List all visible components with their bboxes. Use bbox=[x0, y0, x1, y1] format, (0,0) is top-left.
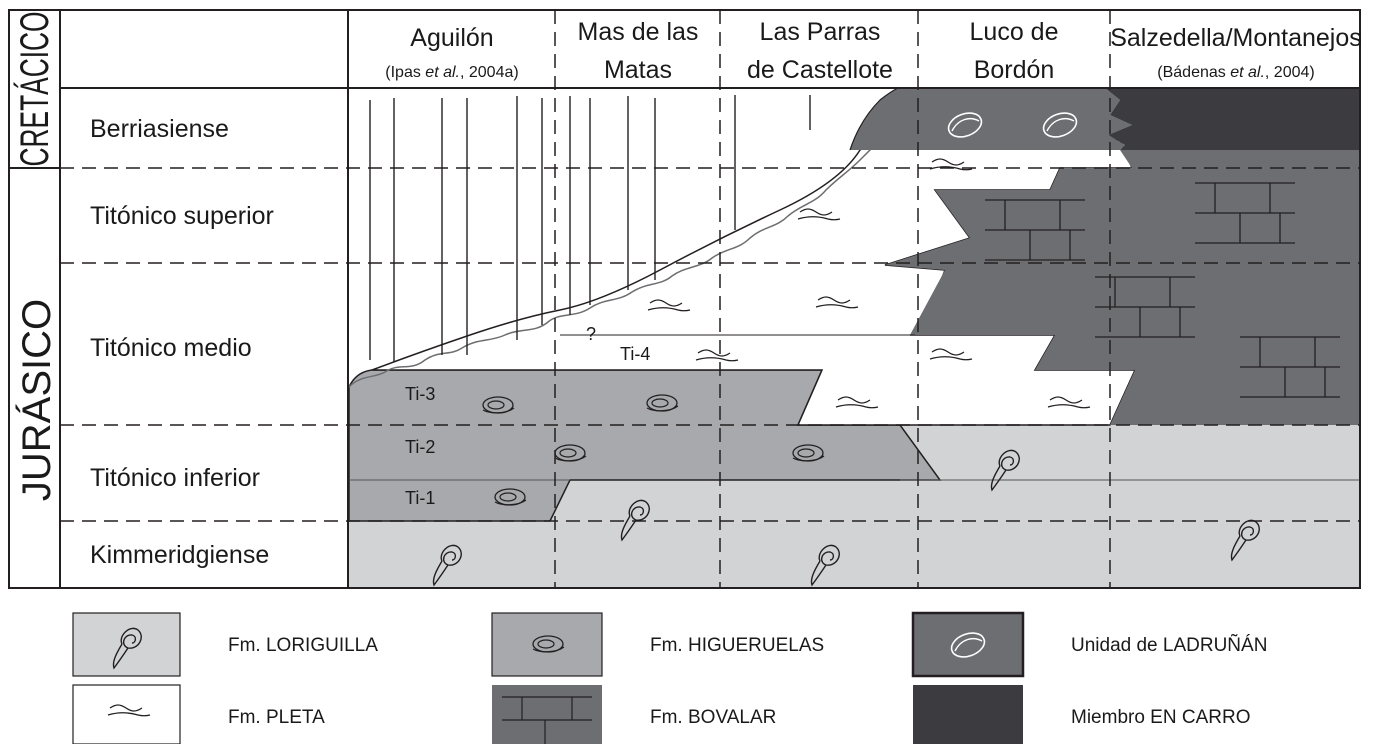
legend-higueruelas-swatch bbox=[491, 612, 603, 677]
unit-ti1-label: Ti-1 bbox=[405, 488, 435, 508]
en-carro-area bbox=[1105, 88, 1360, 150]
question-mark: ? bbox=[586, 324, 596, 344]
column-mas-title-1: Mas de las bbox=[578, 18, 699, 46]
column-parras-title-1: Las Parras bbox=[760, 18, 881, 46]
legend-pleta-swatch bbox=[72, 684, 181, 744]
unit-ti2-label: Ti-2 bbox=[405, 437, 435, 457]
column-salzedella-title: Salzedella/Montanejos bbox=[1110, 24, 1362, 52]
unit-ti3-label: Ti-3 bbox=[405, 384, 435, 404]
legend-en-carro-label: Miembro EN CARRO bbox=[1071, 707, 1250, 728]
unit-ti4-label: Ti-4 bbox=[620, 344, 650, 364]
legend-ladrunan-label: Unidad de LADRUÑÁN bbox=[1071, 634, 1267, 656]
stage-kimmeridgiense: Kimmeridgiense bbox=[90, 541, 269, 569]
column-aguilon-ref: (Ipas et al., 2004a) bbox=[385, 64, 518, 81]
column-aguilon-title: Aguilón bbox=[410, 24, 493, 52]
bovalar-area bbox=[885, 150, 1360, 425]
column-parras-title-2: de Castellote bbox=[747, 56, 893, 84]
legend-pleta-label: Fm. PLETA bbox=[228, 707, 325, 728]
period-jurassic-label: JURÁSICO bbox=[14, 299, 59, 501]
period-cretaceous-label: CRETÁCICO bbox=[12, 12, 57, 167]
legend: Fm. LORIGUILLA Fm. HIGUERUELAS Unidad de… bbox=[72, 611, 1267, 744]
stage-titonico-medio: Titónico medio bbox=[90, 334, 252, 362]
stage-titonico-inferior: Titónico inferior bbox=[90, 464, 260, 492]
column-mas-title-2: Matas bbox=[604, 56, 672, 84]
legend-bovalar-label: Fm. BOVALAR bbox=[650, 707, 776, 728]
onlap-wavy-line bbox=[348, 124, 896, 388]
legend-bovalar-swatch bbox=[492, 685, 602, 744]
stage-titonico-superior: Titónico superior bbox=[90, 202, 274, 230]
chart-grid bbox=[8, 9, 1361, 589]
legend-loriguilla-label: Fm. LORIGUILLA bbox=[228, 635, 378, 656]
hiatus-hatching bbox=[369, 95, 811, 362]
column-luco-title-1: Luco de bbox=[970, 18, 1059, 46]
legend-loriguilla-swatch bbox=[72, 612, 181, 677]
ladrunan-area bbox=[850, 88, 1132, 150]
column-luco-title-2: Bordón bbox=[974, 56, 1055, 84]
legend-ladrunan-swatch bbox=[911, 611, 1025, 678]
column-salzedella-ref: (Bádenas et al., 2004) bbox=[1157, 64, 1314, 81]
facies-areas bbox=[348, 87, 1360, 588]
legend-en-carro-swatch bbox=[913, 685, 1023, 744]
legend-higueruelas-label: Fm. HIGUERUELAS bbox=[650, 635, 824, 656]
stage-berriasiense: Berriasiense bbox=[90, 115, 229, 143]
